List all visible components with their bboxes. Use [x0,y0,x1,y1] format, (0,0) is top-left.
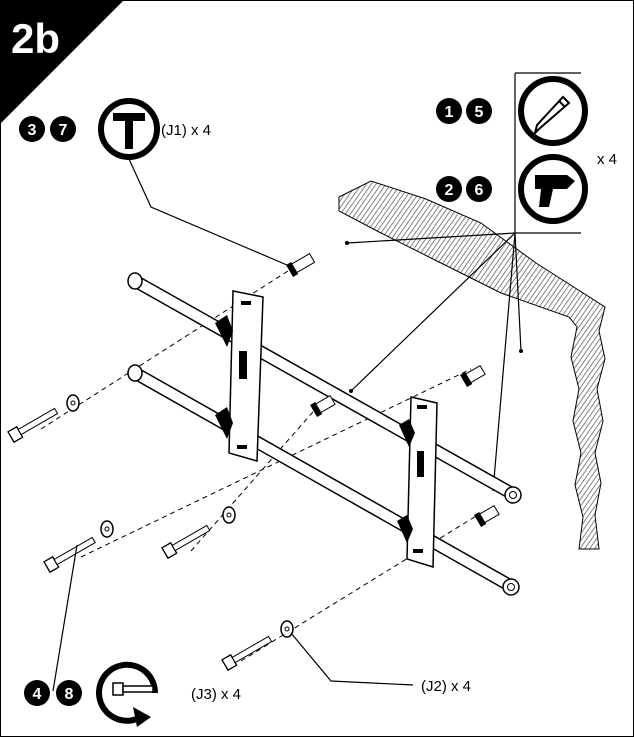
washers [66,394,294,638]
top-step-group: 3 7 (J1) x 4 [19,98,211,160]
right-step-group: 1 5 2 6 x 4 [436,76,617,224]
drill-icon [518,154,588,224]
socket-wrench-icon [96,661,159,727]
washer-leader [290,632,414,686]
step-number-3-text: 3 [28,122,37,139]
step-number-1-text: 1 [445,104,454,121]
hammer-leader [128,158,288,266]
step-number-8-text: 8 [65,686,74,703]
step-number-4-text: 4 [33,686,42,703]
j3-callout: (J3) x 4 [191,686,241,703]
step-number-5 [466,98,492,124]
bottom-rail [127,364,520,596]
step-number-2-text: 2 [445,182,454,199]
step-number-3 [19,116,45,142]
j1-callout: (J1) x 4 [161,122,211,139]
step-number-1 [436,98,462,124]
step-number-8 [56,680,82,706]
wall [338,180,606,550]
step-number-5-text: 5 [475,104,484,121]
step-number-7 [50,116,76,142]
pointer-lines [345,232,523,492]
right-wall-bracket [397,396,438,569]
hammer-icon [98,98,160,160]
step-number-2 [436,176,462,202]
lag-bolts [7,407,273,672]
step-number-4 [24,680,50,706]
bottom-step-group: 4 8 (J3) x 4 [24,661,241,727]
step-number-6 [466,176,492,202]
top-rail [127,272,522,504]
pencil-icon [518,76,588,146]
step-number-6-text: 6 [475,182,484,199]
tools-qty: x 4 [597,151,617,168]
step-number-7-text: 7 [59,122,68,139]
wall-anchors [286,252,500,528]
step-badge: 2b [1,1,123,123]
step-label: 2b [11,15,60,62]
j2-callout: (J2) x 4 [421,678,471,695]
wrench-leader [52,544,78,692]
left-wall-bracket [215,290,264,462]
